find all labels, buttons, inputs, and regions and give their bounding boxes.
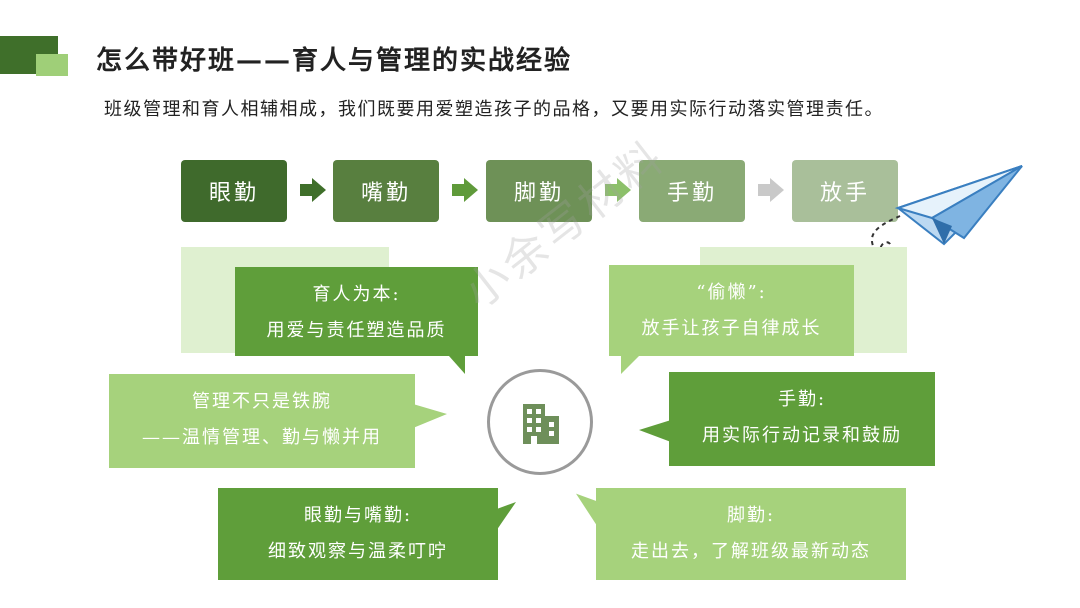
bubble-heading: 脚勤: — [726, 505, 776, 526]
center-circle — [487, 369, 593, 475]
title-decoration-light — [36, 54, 68, 76]
step-fangshou: 放手 — [792, 160, 898, 222]
bubble-tail — [413, 404, 447, 428]
paper-plane-icon — [871, 165, 1023, 261]
building-icon — [523, 404, 559, 444]
page-subtitle: 班级管理和育人相辅相成，我们既要用爱塑造孩子的品格，又要用实际行动落实管理责任。 — [104, 99, 884, 120]
bubble-heading: “偷懒”: — [696, 282, 767, 303]
bubble-heading: 手勤: — [777, 389, 827, 410]
step-label: 手勤 — [666, 181, 717, 206]
bubble-yuren: 育人为本: 用爱与责任塑造品质 — [235, 267, 478, 374]
bubble-text: 放手让孩子自律成长 — [641, 318, 822, 339]
page-title: 怎么带好班——育人与管理的实战经验 — [96, 46, 573, 76]
step-zuiqin: 嘴勤 — [333, 160, 439, 222]
bubble-yanqin: 眼勤与嘴勤: 细致观察与温柔叮咛 — [218, 488, 516, 580]
step-shouqin: 手勤 — [639, 160, 745, 222]
bubble-tail — [449, 356, 465, 374]
bubble-text: 用实际行动记录和鼓励 — [702, 425, 902, 446]
step-jiaoqin: 脚勤 — [486, 160, 592, 222]
bubble-text: 细致观察与温柔叮咛 — [268, 541, 448, 562]
bubble-text: ——温情管理、勤与懒并用 — [142, 427, 382, 448]
bubble-heading: 眼勤与嘴勤: — [303, 505, 413, 526]
step-label: 嘴勤 — [360, 181, 411, 206]
step-label: 脚勤 — [513, 181, 564, 206]
bubble-toulan: “偷懒”: 放手让孩子自律成长 — [609, 265, 854, 374]
bubble-heading: 管理不只是铁腕 — [192, 391, 332, 412]
bubble-jiaoqin: 脚勤: 走出去，了解班级最新动态 — [576, 488, 906, 580]
bubble-tail — [639, 420, 671, 442]
step-label: 眼勤 — [208, 181, 259, 206]
bubble-text: 用爱与责任塑造品质 — [266, 320, 447, 341]
bubble-text: 走出去，了解班级最新动态 — [631, 541, 871, 562]
step-yanqin: 眼勤 — [181, 160, 287, 222]
bubble-tail — [621, 356, 639, 374]
bubble-heading: 育人为本: — [312, 284, 401, 305]
step-label: 放手 — [819, 181, 870, 206]
bubble-shouqin: 手勤: 用实际行动记录和鼓励 — [639, 372, 935, 466]
bubble-guanli: 管理不只是铁腕 ——温情管理、勤与懒并用 — [109, 374, 447, 468]
